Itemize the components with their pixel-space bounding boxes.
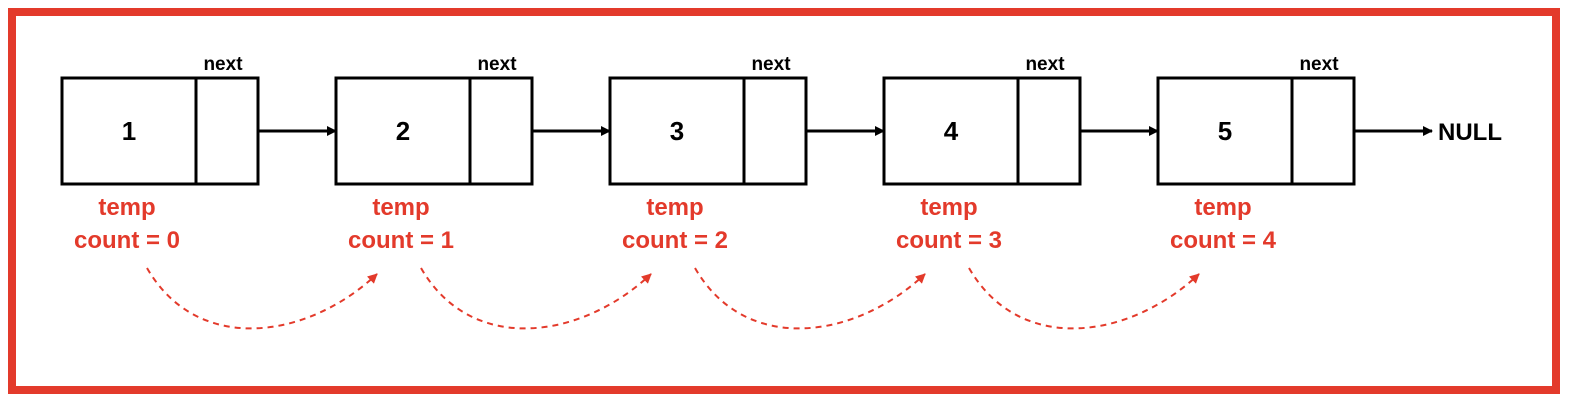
node-value: 3: [670, 116, 684, 146]
count-label: count = 0: [74, 227, 180, 254]
node-value: 4: [944, 116, 959, 146]
temp-label: temp: [98, 194, 155, 221]
node-data-cell: [60, 76, 198, 186]
temp-label: temp: [920, 194, 977, 221]
traversal-arrows: [146, 267, 1200, 330]
node-next-cell: [1016, 76, 1082, 186]
list-node: 2 next: [334, 54, 534, 186]
node-data-cell: [334, 76, 472, 186]
next-label: next: [203, 54, 243, 75]
node-next-cell: [468, 76, 534, 186]
node-next-cell: [742, 76, 808, 186]
diagram-frame: [8, 8, 1560, 394]
count-label: count = 4: [1170, 227, 1277, 254]
traversal-arrow: [694, 267, 926, 330]
count-label: count = 3: [896, 227, 1002, 254]
traversal-arrow: [968, 267, 1200, 330]
next-label: next: [477, 54, 517, 75]
next-label: next: [1299, 54, 1339, 75]
count-label: count = 1: [348, 227, 454, 254]
node-next-cell: [1290, 76, 1356, 186]
count-label: count = 2: [622, 227, 728, 254]
node-value: 5: [1218, 116, 1232, 146]
traversal-arrow: [146, 267, 378, 330]
temp-label: temp: [1194, 194, 1251, 221]
next-label: next: [751, 54, 791, 75]
traversal-arrow: [420, 267, 652, 330]
next-label: next: [1025, 54, 1065, 75]
null-terminal: NULL: [1438, 119, 1502, 146]
temp-label: temp: [646, 194, 703, 221]
node-value: 1: [122, 116, 136, 146]
nodes-layer: 1 next 2 next 3 next 4 next 5 next: [60, 54, 1356, 186]
node-value: 2: [396, 116, 410, 146]
temp-label: temp: [372, 194, 429, 221]
labels-layer: temp count = 0 temp count = 1 temp count = 2 t…: [74, 119, 1502, 254]
list-node: 5 next: [1156, 54, 1356, 186]
list-node: 3 next: [608, 54, 808, 186]
node-data-cell: [882, 76, 1020, 186]
node-next-cell: [194, 76, 260, 186]
list-node: 4 next: [882, 54, 1082, 186]
list-node: 1 next: [60, 54, 260, 186]
